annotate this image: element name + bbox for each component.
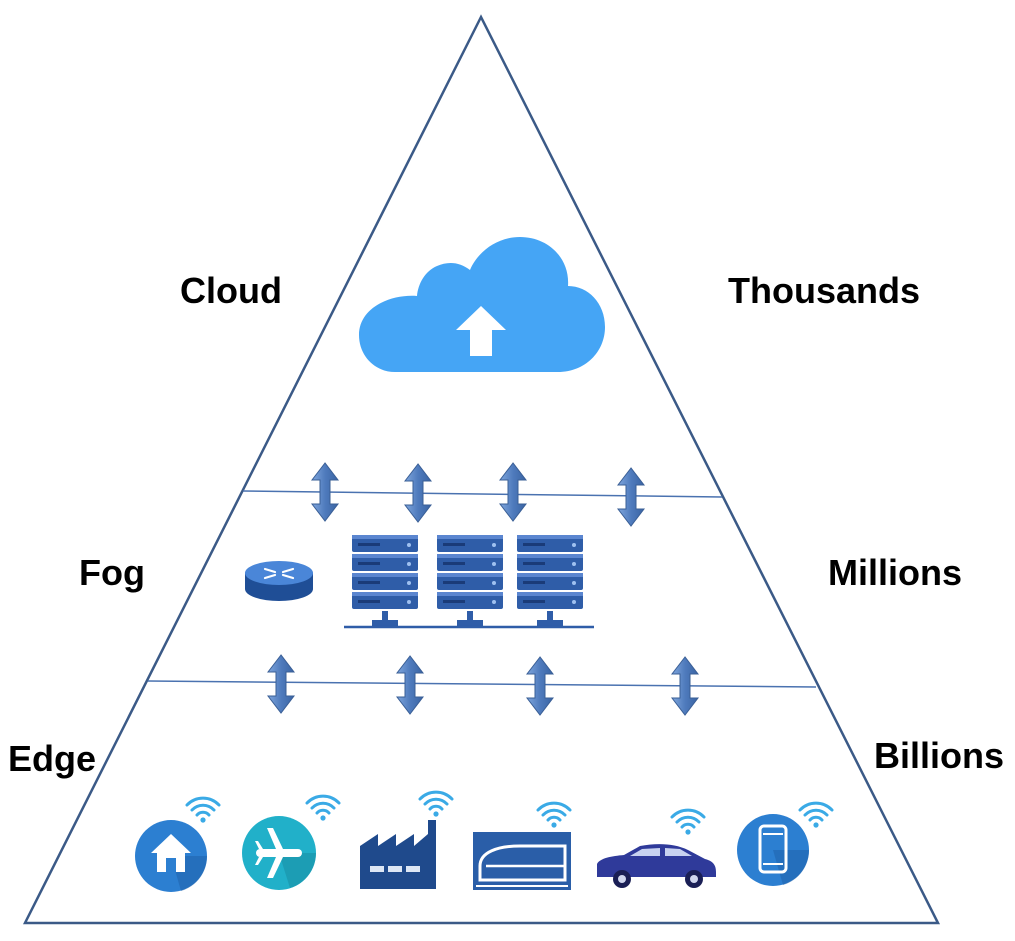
count-label-fog: Millions [828, 552, 962, 593]
train-icon [473, 801, 572, 890]
cloud-fog-divider [242, 490, 723, 498]
bidirectional-arrow-icon [499, 462, 527, 522]
bidirectional-arrow-icon [617, 467, 645, 527]
bidirectional-arrow-icon [396, 655, 424, 715]
bidirectional-arrow-icon [526, 656, 554, 716]
count-label-cloud: Thousands [728, 270, 921, 311]
layer-label-cloud: Cloud [180, 270, 282, 311]
pyramid-outline [22, 14, 941, 925]
home-icon [135, 796, 221, 892]
bidirectional-arrow-icon [267, 654, 295, 714]
cloud-upload-icon [359, 237, 605, 372]
car-icon [597, 808, 716, 888]
router-icon [245, 561, 313, 601]
smartphone-icon [737, 801, 834, 886]
factory-icon [360, 790, 454, 889]
layer-label-edge: Edge [8, 738, 97, 779]
count-label-edge: Billions [874, 735, 1005, 776]
layer-label-fog: Fog [79, 552, 145, 593]
server-rack-icon [344, 535, 594, 629]
fog-edge-divider [147, 680, 817, 688]
airplane-icon [242, 794, 341, 890]
